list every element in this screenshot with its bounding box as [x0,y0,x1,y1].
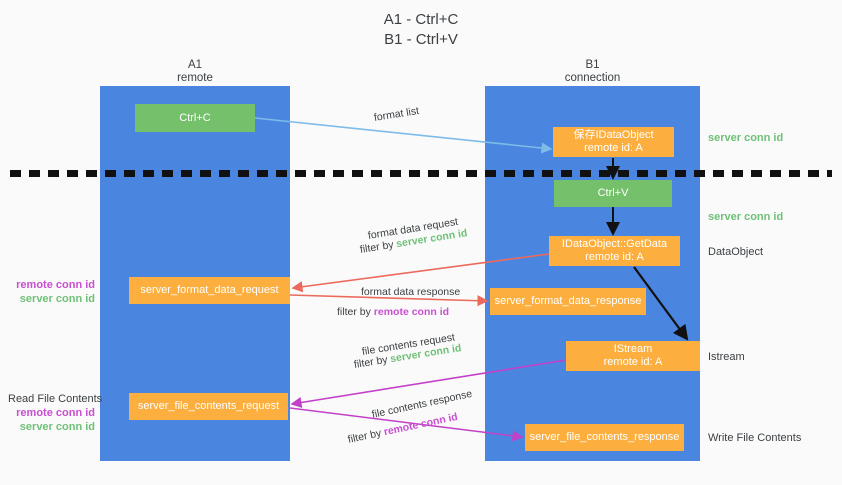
lane-a1-name: A1 [187,59,203,71]
lane-b1-subtitle: connection [564,72,621,84]
arrow-getdata-to-istream [633,266,689,341]
annotation-dataobject: DataObject [708,245,763,259]
node-store-dataobject-line1: 保存IDataObject [573,129,654,141]
filter-key-remote-conn-id: remote conn id [373,306,450,318]
node-server-format-data-response-label: server_format_data_response [494,295,642,307]
annotation-remote-conn-id-upper: remote conn id [16,279,95,291]
node-store-dataobject[interactable]: 保存IDataObject remote id: A [553,127,674,157]
annotation-write-file-contents-text: Write File Contents [708,432,802,444]
node-server-format-data-response[interactable]: server_format_data_response [490,288,646,315]
annotation-istream-text: Istream [708,351,745,363]
node-server-format-data-request-label: server_format_data_request [140,284,279,296]
node-store-dataobject-line2: remote id: A [584,142,643,154]
lane-a1-subtitle: remote [177,72,213,84]
arrow-file-contents-response [289,407,524,442]
annotation-server-conn-id-mid-text: server conn id [708,211,784,223]
node-server-file-contents-response-label: server_file_contents_response [529,431,680,443]
title-line-2: B1 - Ctrl+V [384,31,458,48]
node-istream[interactable]: IStream remote id: A [566,341,700,371]
annotation-istream: Istream [708,350,745,364]
lane-header-a1: A1 remote [100,59,290,85]
title-line-1: A1 - Ctrl+C [383,11,459,28]
phase-divider [10,170,832,177]
node-server-format-data-request[interactable]: server_format_data_request [129,277,290,304]
node-ctrl-c[interactable]: Ctrl+C [135,104,255,132]
annotation-read-file-contents-group: Read File Contents remote conn id server… [8,392,103,434]
annotation-conn-ids-upper: remote conn id server conn id [10,278,95,306]
arrow-format-data-request [291,253,550,293]
node-ctrl-v-label: Ctrl+V [597,187,629,199]
node-istream-line1: IStream [613,343,653,355]
annotation-read-file-contents: Read File Contents [8,393,103,405]
annotation-server-conn-id-top: server conn id [708,131,783,145]
node-server-file-contents-request[interactable]: server_file_contents_request [129,393,288,420]
edge-label-format-data-response-text: format data response [361,286,461,298]
lane-header-b1: B1 connection [485,59,700,85]
page-title: A1 - Ctrl+C B1 - Ctrl+V [0,10,842,50]
edge-label-format-data-response: format data response [361,285,460,299]
node-getdata-line1: IDataObject::GetData [561,238,668,250]
node-getdata-line2: remote id: A [585,251,644,263]
annotation-server-conn-id-upper: server conn id [19,293,95,305]
node-ctrl-c-label: Ctrl+C [179,111,211,124]
arrow-file-contents-request [290,359,567,409]
node-istream-line2: remote id: A [603,356,663,368]
node-idataobject-getdata[interactable]: IDataObject::GetData remote id: A [549,236,680,266]
filter-prefix: filter by [337,306,374,318]
lane-b1-name: B1 [585,59,600,71]
edge-label-format-data-response-filter: filter by remote conn id [337,305,449,319]
annotation-remote-conn-id-lower: remote conn id [16,407,95,419]
node-ctrl-v[interactable]: Ctrl+V [554,180,672,207]
node-server-file-contents-response[interactable]: server_file_contents_response [525,424,684,451]
node-server-file-contents-request-label: server_file_contents_request [137,400,280,412]
annotation-server-conn-id-mid: server conn id [708,210,783,224]
arrow-format-data-response [289,294,489,307]
annotation-write-file-contents: Write File Contents [708,431,801,445]
annotation-server-conn-id-top-text: server conn id [708,132,784,144]
annotation-dataobject-text: DataObject [708,246,764,258]
annotation-server-conn-id-lower: server conn id [19,421,95,433]
arrow-format-list [254,117,553,154]
